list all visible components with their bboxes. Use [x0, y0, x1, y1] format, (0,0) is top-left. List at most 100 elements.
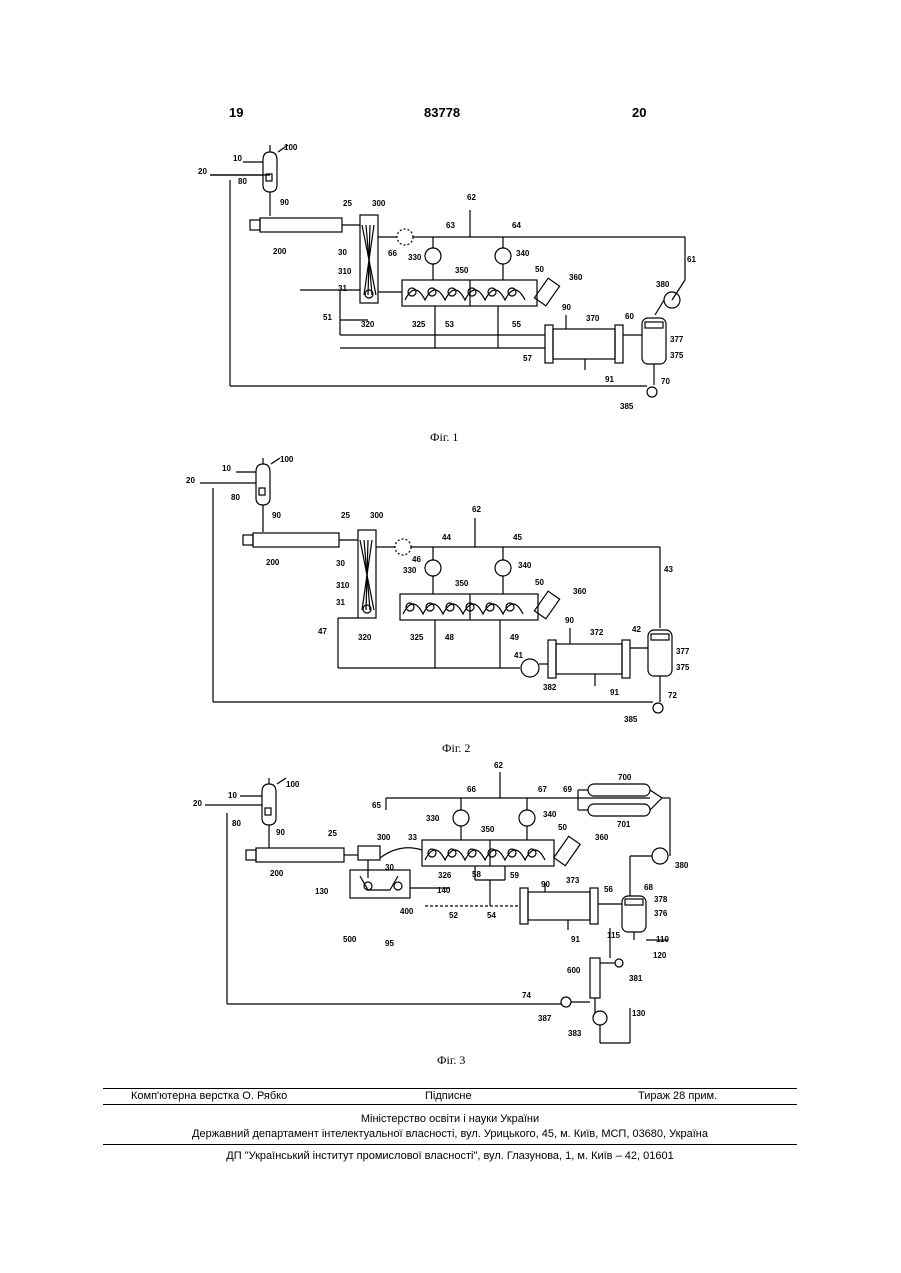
footer-institute: ДП "Український інститут промислової вла… — [103, 1150, 797, 1162]
label-62: 62 — [494, 761, 503, 770]
label-375: 375 — [676, 663, 690, 672]
label-91: 91 — [571, 935, 580, 944]
label-64: 64 — [512, 221, 521, 230]
label-80: 80 — [232, 819, 241, 828]
label-381: 381 — [629, 974, 643, 983]
label-10: 10 — [228, 791, 237, 800]
label-375: 375 — [670, 351, 684, 360]
label-370: 370 — [586, 314, 600, 323]
label-10: 10 — [233, 154, 242, 163]
label-340: 340 — [518, 561, 532, 570]
label-66: 66 — [388, 249, 397, 258]
figure-3-caption: Фіг. 3 — [437, 1053, 465, 1068]
label-47: 47 — [318, 627, 327, 636]
label-300: 300 — [370, 511, 384, 520]
label-115: 115 — [607, 931, 620, 940]
label-80: 80 — [238, 177, 247, 186]
footer-rule-middle — [103, 1104, 797, 1105]
label-387: 387 — [538, 1014, 552, 1023]
footer-department: Державний департамент інтелектуальної вл… — [103, 1128, 797, 1140]
label-46: 46 — [412, 555, 421, 564]
figure-3-labels: 62 100 66 67 69 700 20 10 65 330 340 80 … — [0, 758, 901, 1050]
label-383: 383 — [568, 1029, 582, 1038]
label-63: 63 — [446, 221, 455, 230]
label-310: 310 — [338, 267, 352, 276]
footer-ministry: Міністерство освіти і науки України — [103, 1113, 797, 1125]
label-700: 700 — [618, 773, 632, 782]
label-377: 377 — [670, 335, 684, 344]
label-56: 56 — [604, 885, 613, 894]
label-61: 61 — [687, 255, 696, 264]
label-330: 330 — [403, 566, 417, 575]
label-49: 49 — [510, 633, 519, 642]
footer-circulation: Тираж 28 прим. — [638, 1090, 717, 1102]
label-45: 45 — [513, 533, 522, 542]
label-90b: 90 — [541, 880, 550, 889]
label-373: 373 — [566, 876, 580, 885]
label-62: 62 — [472, 505, 481, 514]
label-57: 57 — [523, 354, 532, 363]
label-91: 91 — [605, 375, 614, 384]
label-55: 55 — [512, 320, 521, 329]
label-350: 350 — [481, 825, 495, 834]
label-360: 360 — [573, 587, 587, 596]
label-25: 25 — [343, 199, 352, 208]
label-90b: 90 — [565, 616, 574, 625]
label-310: 310 — [336, 581, 350, 590]
label-10: 10 — [222, 464, 231, 473]
label-385: 385 — [620, 402, 634, 411]
label-325: 325 — [412, 320, 426, 329]
label-25: 25 — [341, 511, 350, 520]
label-31: 31 — [336, 598, 345, 607]
label-31: 31 — [338, 284, 347, 293]
label-58: 58 — [472, 870, 481, 879]
label-59: 59 — [510, 871, 519, 880]
label-325: 325 — [410, 633, 424, 642]
label-340: 340 — [543, 810, 557, 819]
label-120: 120 — [653, 951, 667, 960]
footer-signed: Підписне — [425, 1090, 472, 1102]
label-53: 53 — [445, 320, 454, 329]
label-68: 68 — [644, 883, 653, 892]
label-330: 330 — [426, 814, 440, 823]
label-376: 376 — [654, 909, 668, 918]
label-43: 43 — [664, 565, 673, 574]
label-48: 48 — [445, 633, 454, 642]
label-300: 300 — [377, 833, 391, 842]
label-30: 30 — [338, 248, 347, 257]
label-326: 326 — [438, 871, 452, 880]
label-65: 65 — [372, 801, 381, 810]
label-91: 91 — [610, 688, 619, 697]
label-44: 44 — [442, 533, 451, 542]
label-42: 42 — [632, 625, 641, 634]
label-66: 66 — [467, 785, 476, 794]
label-100: 100 — [280, 455, 294, 464]
label-360: 360 — [569, 273, 583, 282]
label-67: 67 — [538, 785, 547, 794]
figure-2-caption: Фіг. 2 — [442, 741, 470, 756]
label-130b: 130 — [632, 1009, 646, 1018]
label-33: 33 — [408, 833, 417, 842]
label-380: 380 — [675, 861, 689, 870]
label-330: 330 — [408, 253, 422, 262]
patent-number: 83778 — [424, 105, 460, 120]
label-80: 80 — [231, 493, 240, 502]
label-100: 100 — [286, 780, 300, 789]
label-20: 20 — [198, 167, 207, 176]
label-52: 52 — [449, 911, 458, 920]
label-100: 100 — [284, 143, 298, 152]
figure-2-labels: 100 10 20 80 90 25 300 62 200 30 44 45 4… — [0, 450, 901, 740]
label-140: 140 — [437, 886, 451, 895]
footer-layout: Комп'ютерна верстка О. Рябко — [131, 1090, 287, 1102]
label-300: 300 — [372, 199, 386, 208]
label-350: 350 — [455, 579, 469, 588]
label-380: 380 — [656, 280, 670, 289]
label-30: 30 — [385, 863, 394, 872]
label-382: 382 — [543, 683, 557, 692]
label-350: 350 — [455, 266, 469, 275]
label-50: 50 — [535, 578, 544, 587]
label-340: 340 — [516, 249, 530, 258]
label-385: 385 — [624, 715, 638, 724]
label-60: 60 — [625, 312, 634, 321]
label-20: 20 — [186, 476, 195, 485]
